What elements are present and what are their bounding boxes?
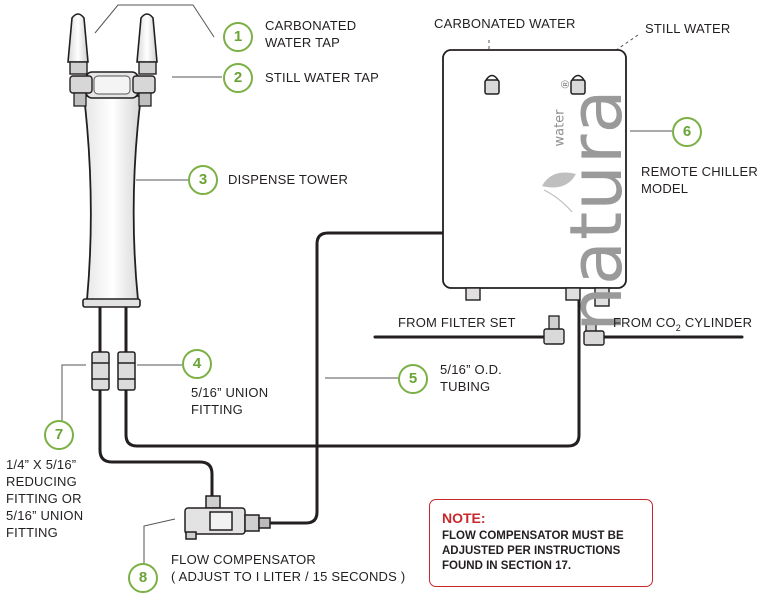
carbonated-tap-body <box>69 75 93 94</box>
callout-number-4: 4 <box>182 349 212 379</box>
tube-to-compensator <box>98 388 214 498</box>
tubing <box>98 90 744 525</box>
union-fitting-left <box>91 351 110 391</box>
note-box: NOTE: FLOW COMPENSATOR MUST BE ADJUSTED … <box>429 499 653 587</box>
co2-label-suffix: CYLINDER <box>681 315 753 330</box>
carbonated-tap-handle <box>67 13 89 63</box>
callout-number-2: 2 <box>223 63 253 93</box>
brand-tagline: water <box>552 109 568 147</box>
tower-base <box>82 298 141 308</box>
callout-label-3: DISPENSE TOWER <box>228 172 349 187</box>
co2-inlet-fitting <box>583 330 605 346</box>
callout-label-6: REMOTE CHILLER MODEL <box>641 164 758 196</box>
co2-label-subscript: 2 <box>675 323 682 333</box>
dispense-tower <box>67 13 158 308</box>
still-outlet-port <box>570 79 586 95</box>
still-tap-spout <box>138 92 152 107</box>
still-tap-body <box>132 75 156 94</box>
chiller-body <box>442 49 627 289</box>
carbonated-outlet-port <box>484 79 500 95</box>
leader-lines <box>61 4 672 563</box>
flow-compensator <box>184 495 271 540</box>
remote-chiller <box>442 49 627 346</box>
leader-7 <box>61 364 86 421</box>
callout-label-4: 5/16” UNION FITTING <box>191 385 269 417</box>
still-tap-handle <box>136 13 158 63</box>
leader-8 <box>143 518 176 563</box>
callout-number-1: 1 <box>223 22 253 52</box>
from-filter-label: FROM FILTER SET <box>398 315 516 330</box>
brand-trademark: ® <box>560 80 572 89</box>
union-fittings <box>91 351 136 391</box>
callout-number-5: 5 <box>398 364 428 394</box>
callout-label-5: 5/16” O.D. TUBING <box>440 362 502 394</box>
leader-1 <box>94 4 215 38</box>
callout-number-6: 6 <box>672 117 702 147</box>
callout-number-7: 7 <box>44 420 74 450</box>
note-title: NOTE: <box>442 510 486 526</box>
callout-number-3: 3 <box>188 165 218 195</box>
still-water-outlet-label: STILL WATER <box>645 21 731 36</box>
tower-body <box>82 95 143 301</box>
callout-label-1: CARBONATED WATER TAP <box>265 18 357 50</box>
co2-label-prefix: FROM CO <box>613 315 676 330</box>
filter-inlet-fitting <box>543 328 565 345</box>
carbonated-water-outlet-label: CARBONATED WATER <box>434 16 576 31</box>
leaf-logo-mark <box>542 172 576 188</box>
tube-still-water <box>124 90 581 448</box>
callout-label-2: STILL WATER TAP <box>265 70 380 85</box>
callout-label-8: FLOW COMPENSATOR ( ADJUST TO I LITER / 1… <box>171 552 406 584</box>
carbonated-tap-spout <box>73 92 87 107</box>
union-fitting-right <box>117 351 136 391</box>
from-co2-label: FROM CO2 CYLINDER <box>613 314 752 333</box>
note-body: FLOW COMPENSATOR MUST BE ADJUSTED PER IN… <box>442 530 624 572</box>
callout-number-8: 8 <box>128 563 158 593</box>
callout-label-7: 1/4” X 5/16” REDUCING FITTING OR 5/16” U… <box>6 457 84 540</box>
